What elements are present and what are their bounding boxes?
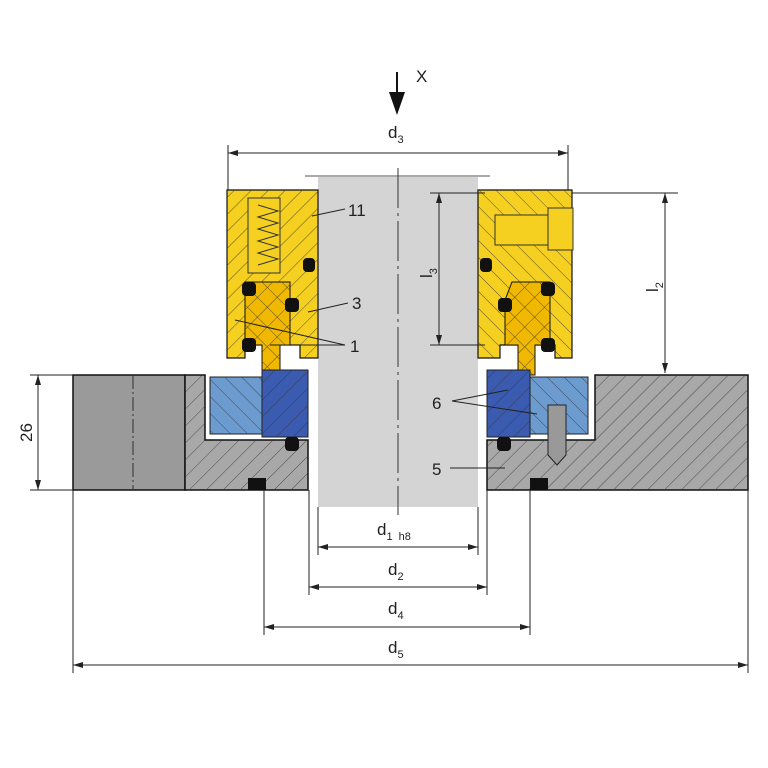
dimension-height: 26 [17,374,73,491]
part-label-11: 11 [348,201,366,220]
left-seal-head [226,189,319,376]
right-seal-head [477,189,574,376]
svg-text:l3: l3 [417,268,440,278]
part-labels: 11 3 1 6 5 [234,201,538,479]
view-arrow-label: X [416,67,427,86]
svg-text:d4: d4 [388,599,404,622]
svg-text:d2: d2 [388,560,404,583]
svg-text:26: 26 [17,423,36,442]
part-label-1: 1 [350,337,359,356]
dimension-l2: l2 [572,192,678,373]
part-label-6: 6 [432,394,441,413]
dimension-l3: l3 [417,192,485,346]
view-arrow: X [389,67,427,115]
housing-plate [72,374,749,491]
svg-text:d3: d3 [388,123,404,146]
part-label-3: 3 [352,294,361,313]
svg-text:d5: d5 [388,638,404,661]
svg-text:l2: l2 [643,282,666,292]
dimension-d3: d3 [227,123,569,190]
stationary-rings [209,369,589,466]
shaft [305,168,490,515]
part-label-5: 5 [432,460,441,479]
